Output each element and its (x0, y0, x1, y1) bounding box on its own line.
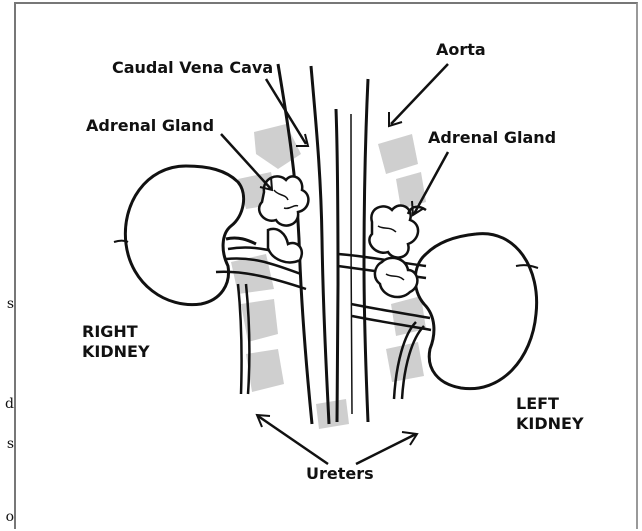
adrenal-gland-label-right: Adrenal Gland (86, 116, 214, 135)
diagram-frame: Caudal Vena Cava Aorta Adrenal Gland Adr… (14, 2, 638, 529)
kidney-anatomy-illustration (16, 4, 640, 531)
left-kidney-label-line2: KIDNEY (516, 414, 584, 434)
aorta-label: Aorta (436, 40, 486, 59)
left-adrenal-gland (369, 205, 426, 297)
right-kidney (114, 166, 256, 305)
clipped-text-fragment: d (0, 397, 14, 411)
clipped-text-fragment: s (0, 297, 14, 311)
adrenal-gland-label-left: Adrenal Gland (428, 128, 556, 147)
clipped-text-fragment: o (0, 510, 14, 524)
ureters-label: Ureters (306, 464, 374, 483)
left-kidney-label: LEFT KIDNEY (516, 394, 584, 434)
left-kidney (415, 234, 538, 389)
caudal-vena-cava-label: Caudal Vena Cava (112, 58, 273, 77)
right-kidney-label-line1: RIGHT (82, 322, 150, 342)
aorta (336, 79, 368, 422)
left-kidney-label-line1: LEFT (516, 394, 584, 414)
right-kidney-label: RIGHT KIDNEY (82, 322, 150, 362)
right-kidney-label-line2: KIDNEY (82, 342, 150, 362)
clipped-text-fragment: s (0, 437, 14, 451)
